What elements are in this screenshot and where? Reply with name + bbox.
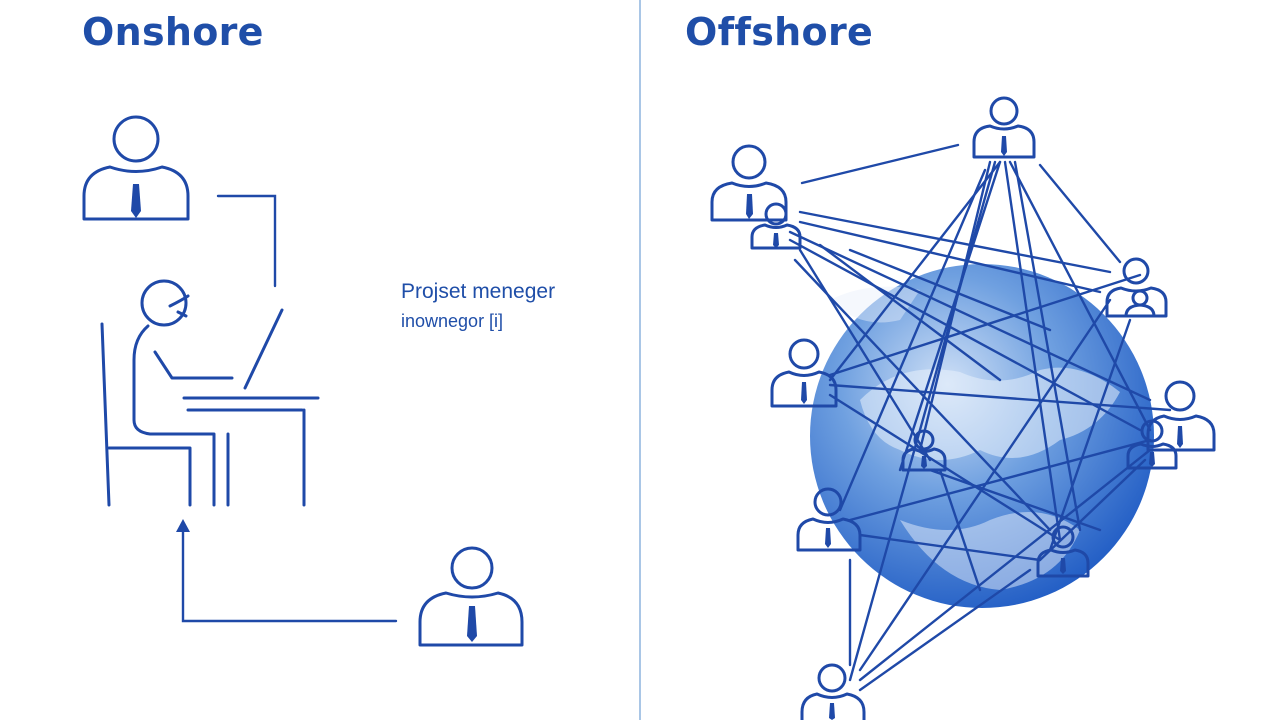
person-at-laptop-icon <box>100 279 320 507</box>
person-icon <box>750 202 802 250</box>
person-icon <box>710 144 788 222</box>
person-icon <box>1036 525 1090 578</box>
person-icon <box>1146 380 1216 452</box>
network-lines <box>788 143 1172 692</box>
person-icon <box>901 429 947 472</box>
onshore-panel: Onshore <box>82 10 556 647</box>
globe-icon <box>810 264 1154 608</box>
person-icon <box>1105 257 1168 318</box>
offshore-panel: Offshore <box>641 0 1280 720</box>
project-manager-sublabel: inownegor [i] <box>401 311 504 331</box>
arrow-up-icon <box>176 519 190 532</box>
person-icon <box>800 663 866 720</box>
onshore-title: Onshore <box>82 10 264 54</box>
panel-divider <box>639 0 641 720</box>
onshore-diagram <box>82 115 524 647</box>
person-icon <box>1126 419 1178 470</box>
person-icon <box>972 96 1036 159</box>
connector-line <box>181 526 398 623</box>
person-icon <box>770 338 838 408</box>
person-icon <box>418 546 524 647</box>
offshore-diagram <box>710 96 1216 720</box>
connector-line <box>216 194 277 288</box>
person-icon <box>796 487 862 552</box>
project-manager-label: Projset meneger <box>401 280 556 303</box>
person-icon <box>82 115 190 221</box>
offshore-title: Offshore <box>685 10 874 54</box>
